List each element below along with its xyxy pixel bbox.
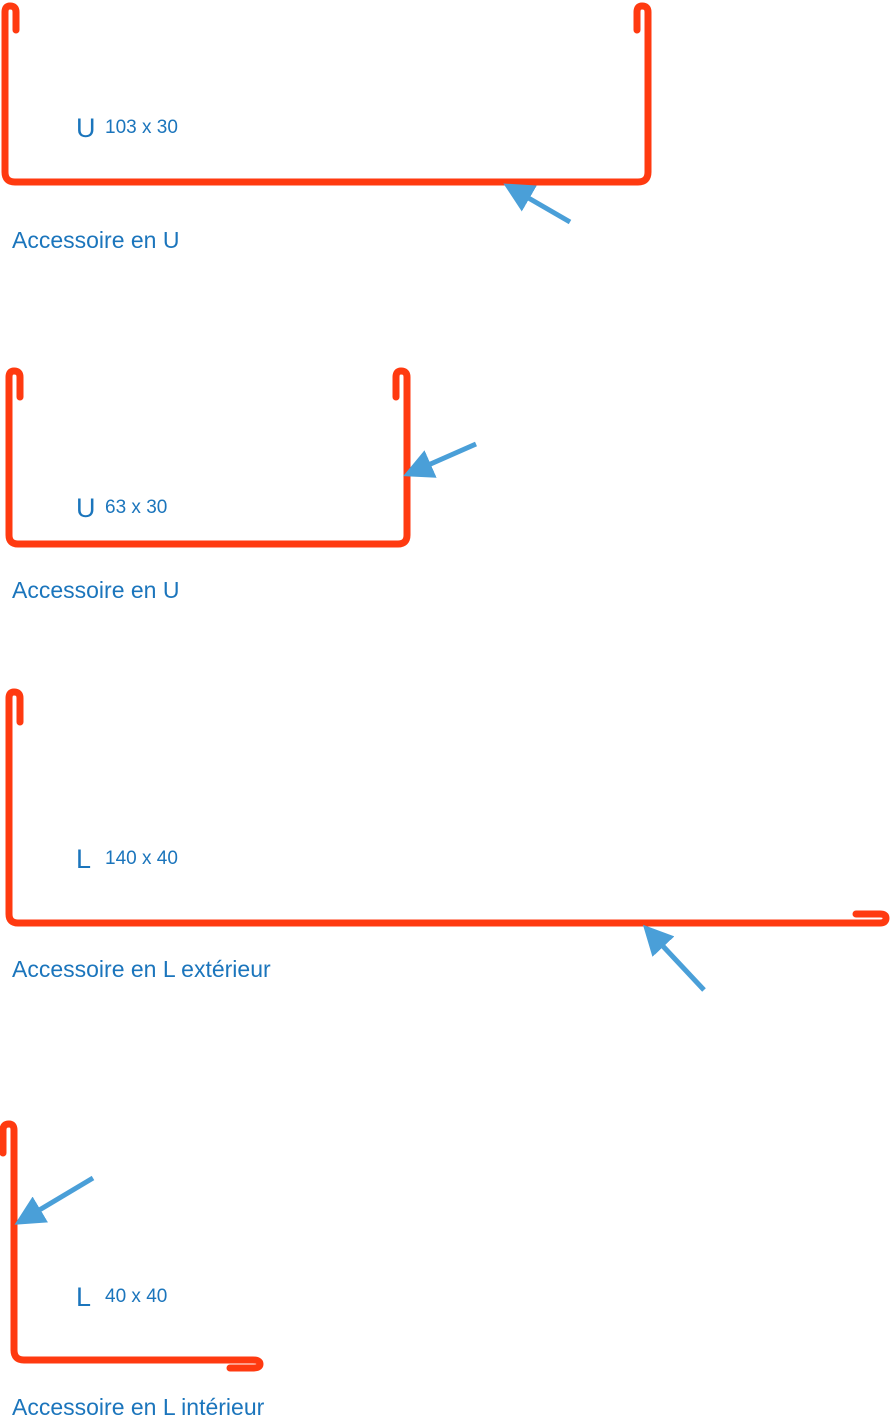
profile-letter: U <box>76 113 96 143</box>
arrow-icon <box>642 924 706 992</box>
l-profile-40x40-interior <box>0 1120 264 1372</box>
profile-letter: L <box>76 1282 92 1312</box>
profile-caption: Accessoire en L intérieur <box>12 1394 265 1420</box>
profile-letter: L <box>76 844 92 874</box>
profile-caption: Accessoire en L extérieur <box>12 956 271 982</box>
u-profile-63x30 <box>5 367 411 548</box>
arrow-icon <box>14 1175 95 1225</box>
arrow-icon <box>503 183 572 225</box>
profile-dimensions: 140 x 40 <box>105 848 178 869</box>
u-profile-103x30 <box>1 2 652 186</box>
l-profile-140x40-exterior <box>5 688 890 927</box>
profile-dimensions: 40 x 40 <box>105 1286 168 1307</box>
arrow-icon <box>403 441 478 478</box>
profile-caption: Accessoire en U <box>12 227 180 253</box>
profile-letter: U <box>76 493 96 523</box>
profile-dimensions: 63 x 30 <box>105 497 168 518</box>
profile-caption: Accessoire en U <box>12 577 180 603</box>
profile-dimensions: 103 x 30 <box>105 117 178 138</box>
